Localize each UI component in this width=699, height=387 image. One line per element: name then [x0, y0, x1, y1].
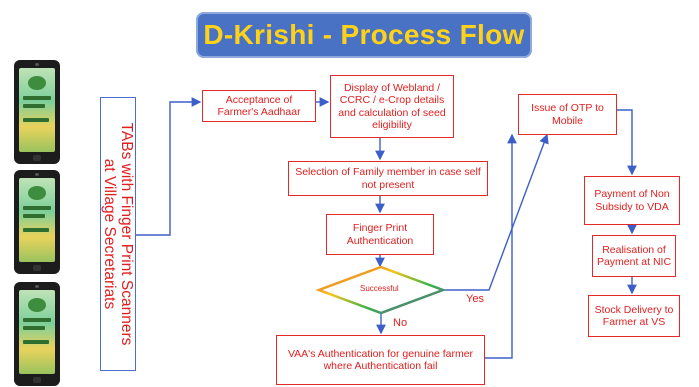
box-family: Selection of Family member in case self … — [288, 161, 488, 196]
box-finger: Finger Print Authentication — [326, 214, 434, 255]
tablet-device-icon — [14, 60, 60, 164]
box-stock: Stock Delivery to Farmer at VS — [588, 295, 680, 337]
page-title: D-Krishi - Process Flow — [203, 19, 525, 50]
box-payment: Payment of Non Subsidy to VDA — [584, 176, 680, 225]
tablet-device-icon — [14, 170, 60, 274]
decision-label: Successful — [360, 284, 399, 293]
box-webland: Display of Webland / CCRC / e-Crop detai… — [330, 75, 454, 138]
box-vaa: VAA's Authentication for genuine farmer … — [276, 335, 485, 385]
title-banner: D-Krishi - Process Flow — [196, 12, 532, 58]
edge-label-no: No — [393, 317, 408, 329]
box-aadhaar: Acceptance of Farmer's Aadhaar — [202, 90, 316, 122]
box-realisation: Realisation of Payment at NIC — [592, 235, 676, 277]
decision-diamond — [315, 265, 447, 315]
side-label-box: TABs with Finger Print Scanners at Villa… — [100, 97, 136, 371]
tablet-device-icon — [14, 282, 60, 386]
edge-label-yes: Yes — [466, 293, 484, 305]
box-otp: Issue of OTP to Mobile — [518, 94, 617, 135]
